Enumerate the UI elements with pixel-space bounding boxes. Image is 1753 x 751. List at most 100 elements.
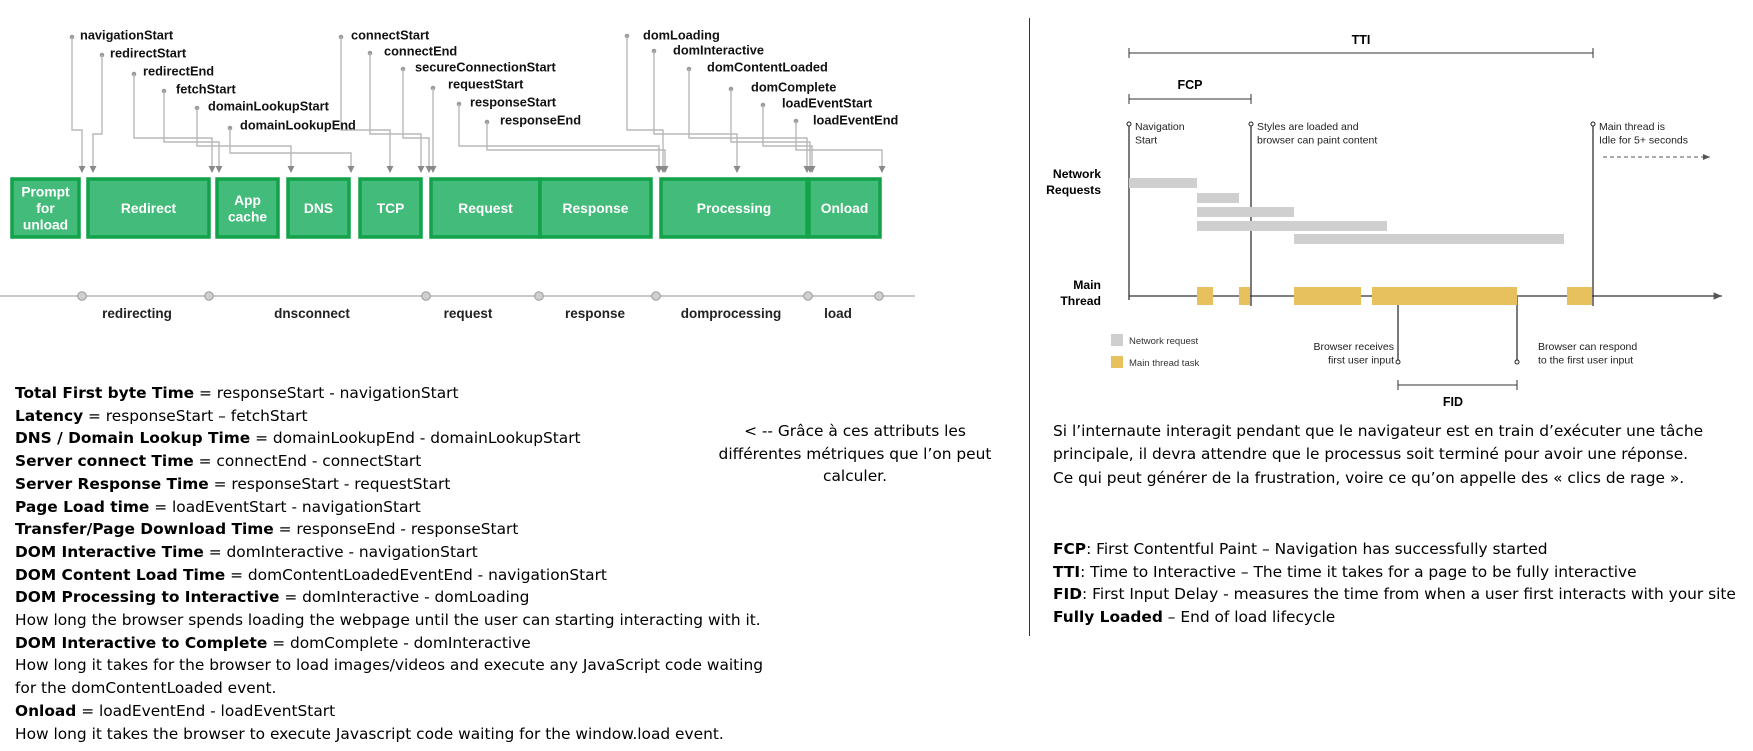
glossary-term: TTI: [1053, 562, 1081, 581]
legend-swatch-main-thread: [1111, 356, 1123, 368]
timing-event-label: redirectStart: [110, 46, 187, 61]
network-request-bar: [1129, 178, 1197, 188]
timing-event-label: loadEventStart: [782, 96, 873, 111]
column-divider: [1029, 18, 1030, 636]
glossary-item: FCP: First Contentful Paint – Navigation…: [1053, 538, 1743, 561]
metric-line: DOM Interactive to Complete = domComplet…: [15, 632, 795, 655]
stage-axis-marker: [803, 291, 813, 301]
phase-box: [215, 177, 280, 239]
fcp-label: FCP: [1178, 78, 1203, 92]
timing-connector: [688, 69, 808, 172]
phase-label: Onload: [821, 201, 869, 216]
glossary-term: FCP: [1053, 540, 1087, 558]
stage-label: load: [824, 306, 852, 321]
metric-name: DNS / Domain Lookup Time: [15, 429, 251, 448]
phase-box: [429, 177, 542, 239]
timing-connector: [762, 105, 813, 172]
metric-line: Page Load time = loadEventStart - naviga…: [15, 496, 795, 519]
network-request-bar: [1294, 234, 1564, 244]
timing-event-label: domInteractive: [673, 43, 764, 58]
phase-box: [10, 177, 81, 239]
timing-event-label: connectEnd: [384, 44, 457, 59]
glossary-definition: – End of load lifecycle: [1162, 608, 1336, 627]
legend-label-network: Network request: [1129, 336, 1199, 347]
metric-name: DOM Processing to Interactive: [15, 588, 280, 607]
phase-box: [807, 177, 882, 239]
timing-connector: [730, 89, 811, 172]
legend-swatch-network: [1111, 334, 1123, 346]
main-thread-task: [1567, 287, 1592, 305]
timing-event-label: fetchStart: [176, 82, 236, 97]
timing-connector: [196, 108, 292, 172]
phase-box: [538, 177, 653, 239]
timing-connector: [402, 69, 430, 172]
stage-axis-marker: [874, 291, 884, 301]
metric-formula: = responseStart - requestStart: [208, 474, 451, 493]
timing-connector-arrow: [808, 166, 816, 173]
timing-event-label: responseStart: [470, 95, 557, 110]
metric-line: Onload = loadEventEnd - loadEventStart: [15, 700, 795, 723]
phase-box: [659, 177, 809, 239]
timing-connector: [163, 91, 220, 172]
metric-formula: = responseStart – fetchStart: [83, 406, 308, 425]
timing-connector-arrow: [733, 166, 741, 173]
timing-connector-arrow: [208, 166, 216, 173]
phase-box: [286, 177, 351, 239]
timing-connector: [458, 104, 660, 172]
glossary-definition: : Time to Interactive – The time it take…: [1080, 562, 1637, 581]
glossary-definition: : First Contentful Paint – Navigation ha…: [1086, 540, 1548, 558]
timing-connector-arrow: [417, 166, 425, 173]
timing-connector-arrow: [429, 166, 437, 173]
tti-bracket: TTI: [1128, 33, 1594, 58]
phase-label: TCP: [377, 201, 405, 216]
timing-connector-arrow: [78, 166, 86, 173]
timing-connector: [369, 53, 422, 172]
navigation-timing-diagram: navigationStartredirectStartredirectEndf…: [0, 28, 915, 321]
timing-connector-arrow: [215, 166, 223, 173]
metric-name: Page Load time: [15, 497, 150, 516]
metric-line: Transfer/Page Download Time = responseEn…: [15, 518, 795, 541]
network-request-bar: [1197, 221, 1387, 231]
metrics-note: < -- Grâce à ces attributs les différent…: [718, 422, 992, 485]
timing-connector-arrow: [89, 166, 97, 173]
phase-box: [86, 177, 211, 239]
stage-axis-marker: [421, 291, 431, 301]
timing-event-label: responseEnd: [500, 113, 581, 128]
metric-formula: = responseEnd - responseStart: [273, 520, 519, 539]
metric-line: for the domContentLoaded event.: [15, 677, 795, 700]
metric-name: DOM Interactive Time: [15, 542, 204, 561]
timing-connector-arrow: [659, 166, 667, 173]
timing-event-label: domainLookupStart: [208, 99, 330, 114]
metric-formula: = loadEventEnd - loadEventStart: [76, 701, 336, 720]
metric-name: Total First byte Time: [15, 384, 195, 402]
metric-formula: = domainLookupEnd - domainLookupStart: [250, 429, 581, 448]
tti-label: TTI: [1352, 33, 1371, 47]
phase-label: DNS: [304, 201, 333, 216]
glossary-definition: : First Input Delay - measures the time …: [1082, 585, 1736, 604]
fid-bracket: FID: [1397, 380, 1518, 409]
timing-event-label: connectStart: [351, 28, 430, 43]
paragraph-line: Ce qui peut générer de la frustration, v…: [1053, 468, 1685, 487]
timing-event-label: redirectEnd: [143, 64, 214, 79]
timing-connector: [340, 37, 391, 172]
timing-connector: [486, 122, 666, 172]
phase-box: [358, 177, 423, 239]
phase-label: Redirect: [121, 201, 177, 216]
legend-label-main-thread: Main thread task: [1129, 358, 1199, 369]
metric-formula: = domContentLoadedEventEnd - navigationS…: [225, 565, 607, 584]
metric-formula: = connectEnd - connectStart: [193, 452, 422, 471]
timing-event-label: domLoading: [643, 28, 720, 43]
main-thread-task: [1239, 287, 1250, 305]
metric-line: How long it takes the browser to execute…: [15, 723, 795, 746]
metric-formula: How long it takes the browser to execute…: [15, 724, 724, 743]
phase-label: Response: [563, 201, 629, 216]
metric-glossary: FCP: First Contentful Paint – Navigation…: [1053, 538, 1743, 629]
paragraph-line: Si l’internaute interagit pendant que le…: [1053, 422, 1704, 464]
main-thread-tasks: [1197, 287, 1592, 305]
glossary-term: Fully Loaded: [1053, 608, 1163, 627]
stage-axis-marker: [534, 291, 544, 301]
timing-event-labels: navigationStartredirectStartredirectEndf…: [80, 28, 898, 133]
